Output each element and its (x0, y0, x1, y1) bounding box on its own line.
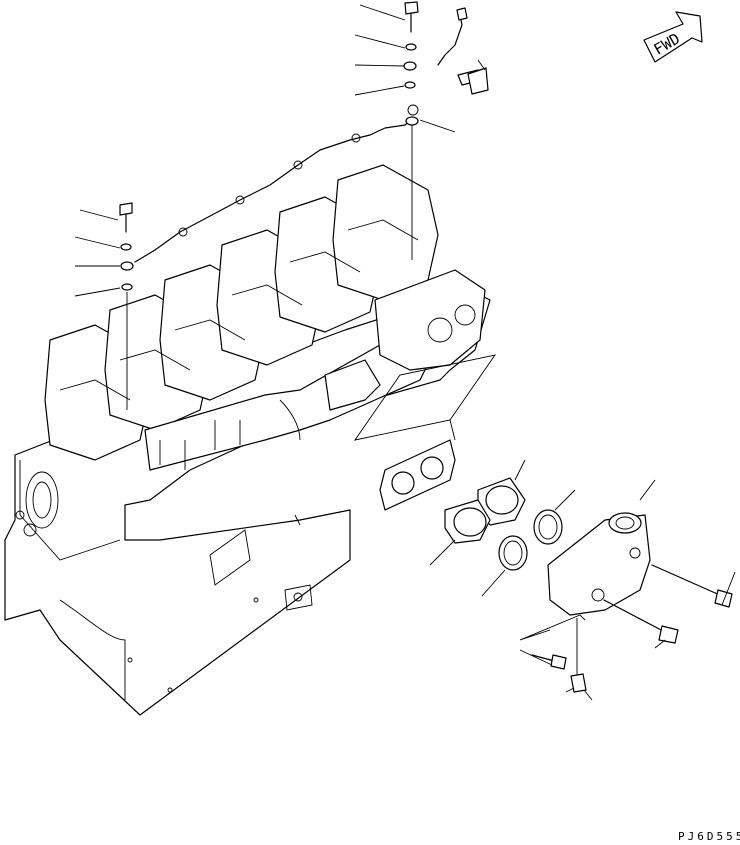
exhaust-manifold (144, 269, 486, 471)
seal-rings (481, 489, 576, 597)
fwd-arrow-icon: FWD (643, 11, 703, 63)
thermostat-housing (547, 479, 656, 616)
upper-bolt-set (354, 1, 489, 260)
fuel-line (134, 7, 468, 263)
thermostat-gasket (353, 354, 497, 511)
housing-bolts (519, 564, 736, 670)
thermostats (429, 459, 526, 566)
left-bolt-set (74, 202, 134, 410)
drawing-code: PJ6D555 (678, 830, 740, 843)
rocker-covers (44, 164, 439, 461)
drain-plug (565, 618, 593, 701)
